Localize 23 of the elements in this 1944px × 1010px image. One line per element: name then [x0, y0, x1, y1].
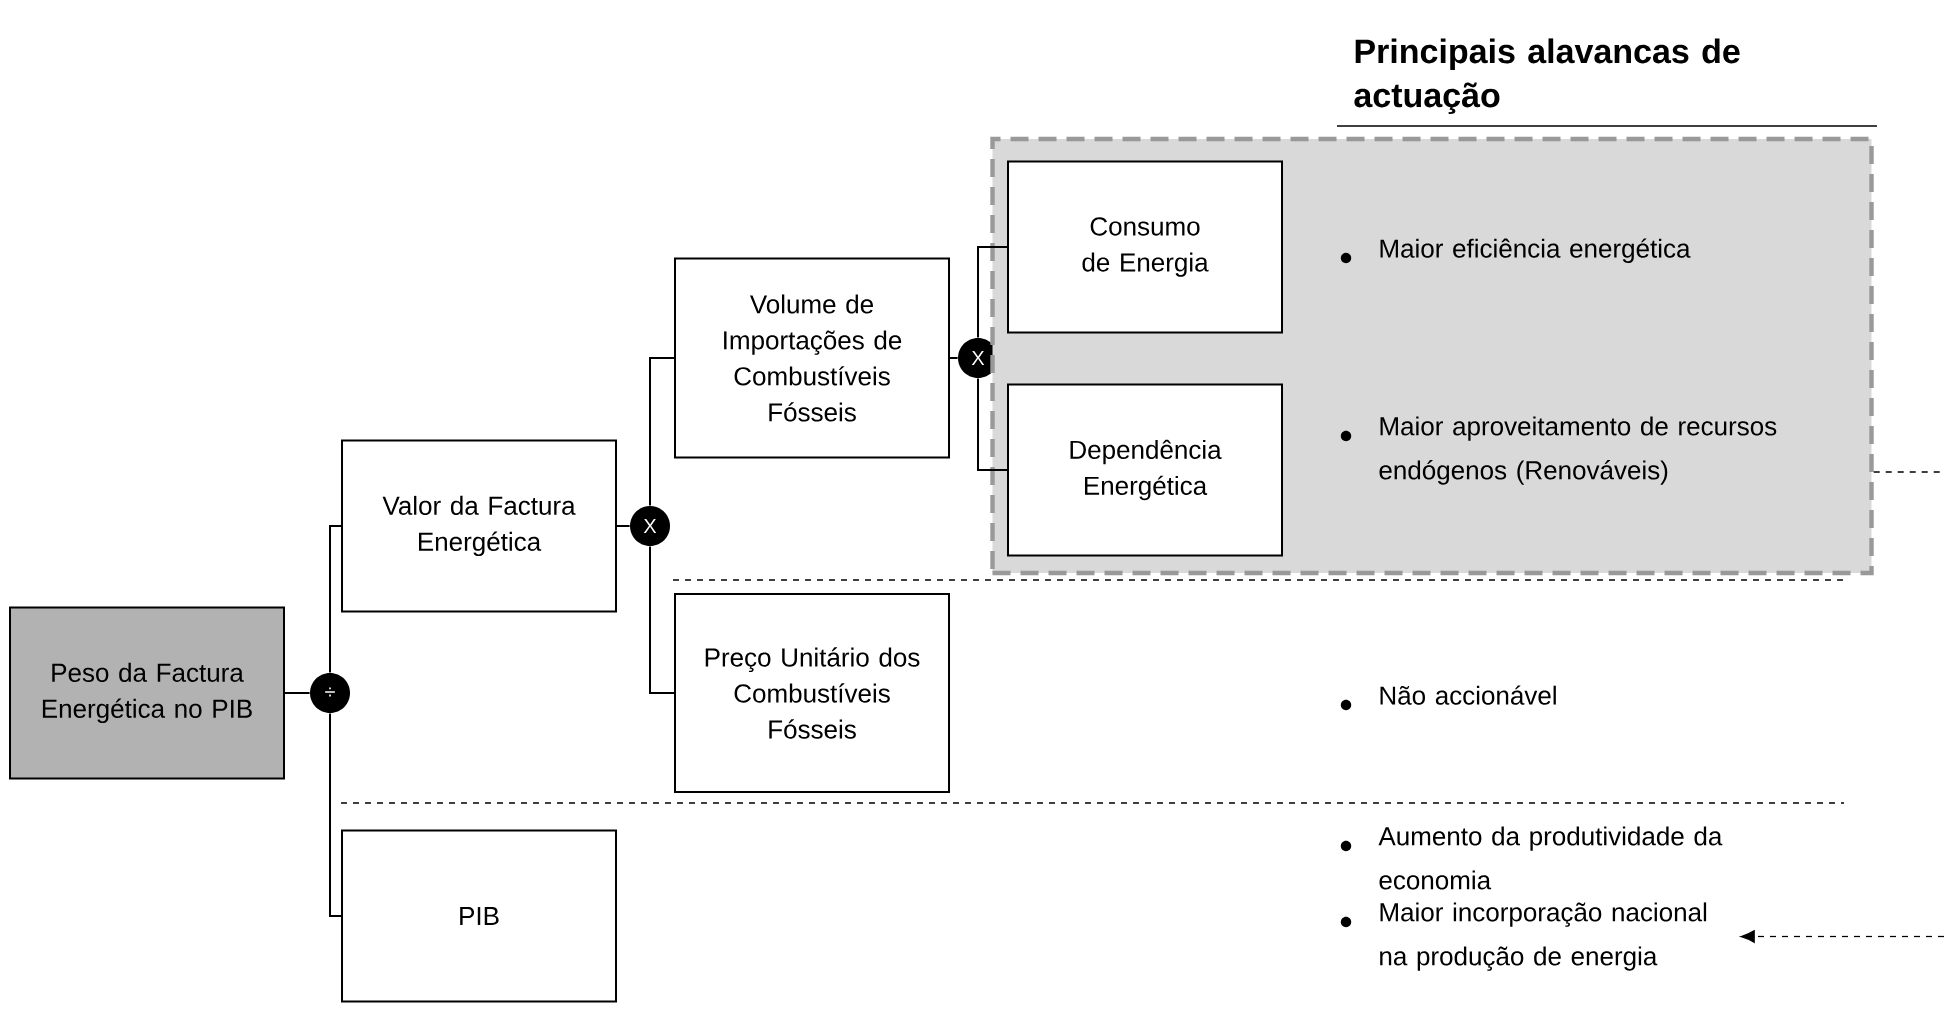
bullet-text: Maior incorporação nacional na produção de energia [1380, 902, 1707, 971]
connector-line [949, 357, 959, 359]
connector-line [329, 525, 342, 674]
driver-box: PIB [341, 829, 617, 1003]
connector-line [977, 377, 1008, 471]
bullet-text: Não accionável [1380, 685, 1556, 705]
connector-line [977, 246, 1008, 339]
connector-line [329, 712, 342, 917]
driver-box: Dependência Energética [1007, 383, 1283, 557]
bullet-text: Maior aproveitamento de recursos endógenos (Renováveis) [1379, 416, 1777, 485]
bullet-text: Aumento da produtividade da economia [1378, 826, 1723, 890]
bullet-text: Maior eficiência energética [1380, 238, 1691, 263]
connector-line [649, 545, 675, 694]
driver-box: Valor da Factura Energética [341, 439, 617, 613]
driver-box: Volume de Importações de Combustíveis Fósseis [674, 257, 950, 459]
connector-line [649, 357, 675, 507]
driver-box: Consumo de Energia [1007, 160, 1283, 334]
metric-box: Peso da Factura Energética no PIB [9, 606, 285, 780]
arrow [1740, 930, 1944, 943]
driver-box: Preço Unitário dos Combustíveis Fósseis [674, 593, 950, 793]
connector-line [616, 525, 631, 527]
heading: Principais alavancas de actuação [1354, 38, 1740, 115]
connector-line [284, 692, 311, 694]
